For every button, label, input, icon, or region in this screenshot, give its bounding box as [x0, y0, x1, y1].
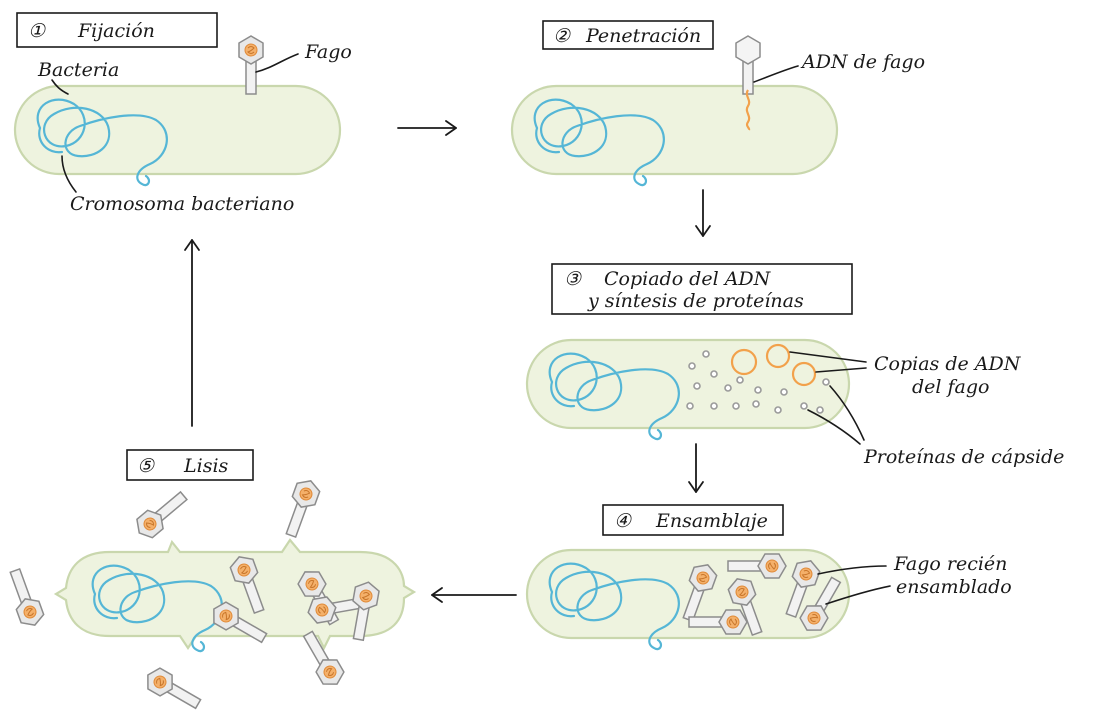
adn-fago-pointer-line: [753, 65, 799, 83]
label-recien-line1: Fago recién: [893, 553, 1007, 575]
phage-dna-copy-1: [730, 348, 758, 376]
step-3-number: ③: [564, 268, 582, 290]
label-adn-fago: ADN de fago: [800, 51, 925, 73]
step-5-lisis: ⑤ Lisis: [2, 449, 417, 716]
phage-injecting: [735, 35, 761, 95]
recien-pointer-line-1: [817, 565, 887, 575]
label-cromosoma: Cromosoma bacteriano: [70, 193, 294, 215]
label-recien-line2: ensamblado: [896, 576, 1012, 598]
capsid-proteins: [686, 350, 830, 414]
label-copias-line2: del fago: [912, 376, 989, 398]
step-2-title: Penetración: [585, 25, 701, 47]
step-1-title-box: [16, 12, 218, 48]
arrow-down-2: [688, 443, 704, 493]
step-5-title-box: [126, 449, 254, 481]
step-3-title-box: [551, 263, 853, 315]
step-3-title-line2: y síntesis de proteínas: [587, 290, 804, 312]
label-copias-line1: Copias de ADN: [874, 353, 1022, 375]
arrow-up-1: [184, 239, 200, 427]
arrow-down-1: [695, 189, 711, 237]
fago-pointer-line: [255, 53, 299, 73]
step-5-title: Lisis: [183, 455, 229, 477]
step-4-number: ④: [614, 510, 632, 532]
proteinas-pointer-line-1: [829, 385, 865, 441]
step-3-copiado: ③ Copiado del ADN y síntesis de proteína…: [525, 263, 1064, 468]
step-4-title: Ensamblaje: [655, 510, 768, 532]
step-4-ensamblaje: ④ Ensamblaje Fago recién ensamblado: [525, 504, 1012, 651]
cromosoma-pointer-line: [61, 155, 77, 193]
step-4-title-box: [602, 504, 784, 536]
label-fago: Fago: [304, 41, 352, 63]
step-1-number: ①: [28, 20, 46, 42]
arrow-left-1: [431, 587, 517, 603]
injected-phage-dna: [745, 89, 751, 131]
step-2-title-box: [542, 20, 714, 50]
copias-pointer-line-2: [815, 367, 867, 373]
phage-dna-copy-3: [791, 361, 817, 387]
label-proteinas: Proteínas de cápside: [863, 446, 1064, 468]
proteinas-pointer-line-2: [807, 409, 861, 445]
step-2-penetracion: ② Penetración ADN de fago: [510, 20, 925, 187]
bacteria-pointer-line: [51, 79, 69, 95]
arrow-right-1: [397, 120, 457, 136]
label-bacteria: Bacteria: [37, 59, 119, 81]
step-5-number: ⑤: [137, 455, 155, 477]
step-2-number: ②: [553, 25, 571, 47]
step-1-fijacion: ① Fijación Fago Bacteria Cromosoma bacte…: [13, 12, 352, 215]
step-3-title-line1: Copiado del ADN: [604, 268, 772, 290]
step-1-title: Fijación: [77, 20, 155, 42]
recien-pointer-line-2: [825, 585, 891, 605]
copias-pointer-line-1: [789, 351, 867, 363]
phage-dna-copy-2: [765, 343, 791, 369]
